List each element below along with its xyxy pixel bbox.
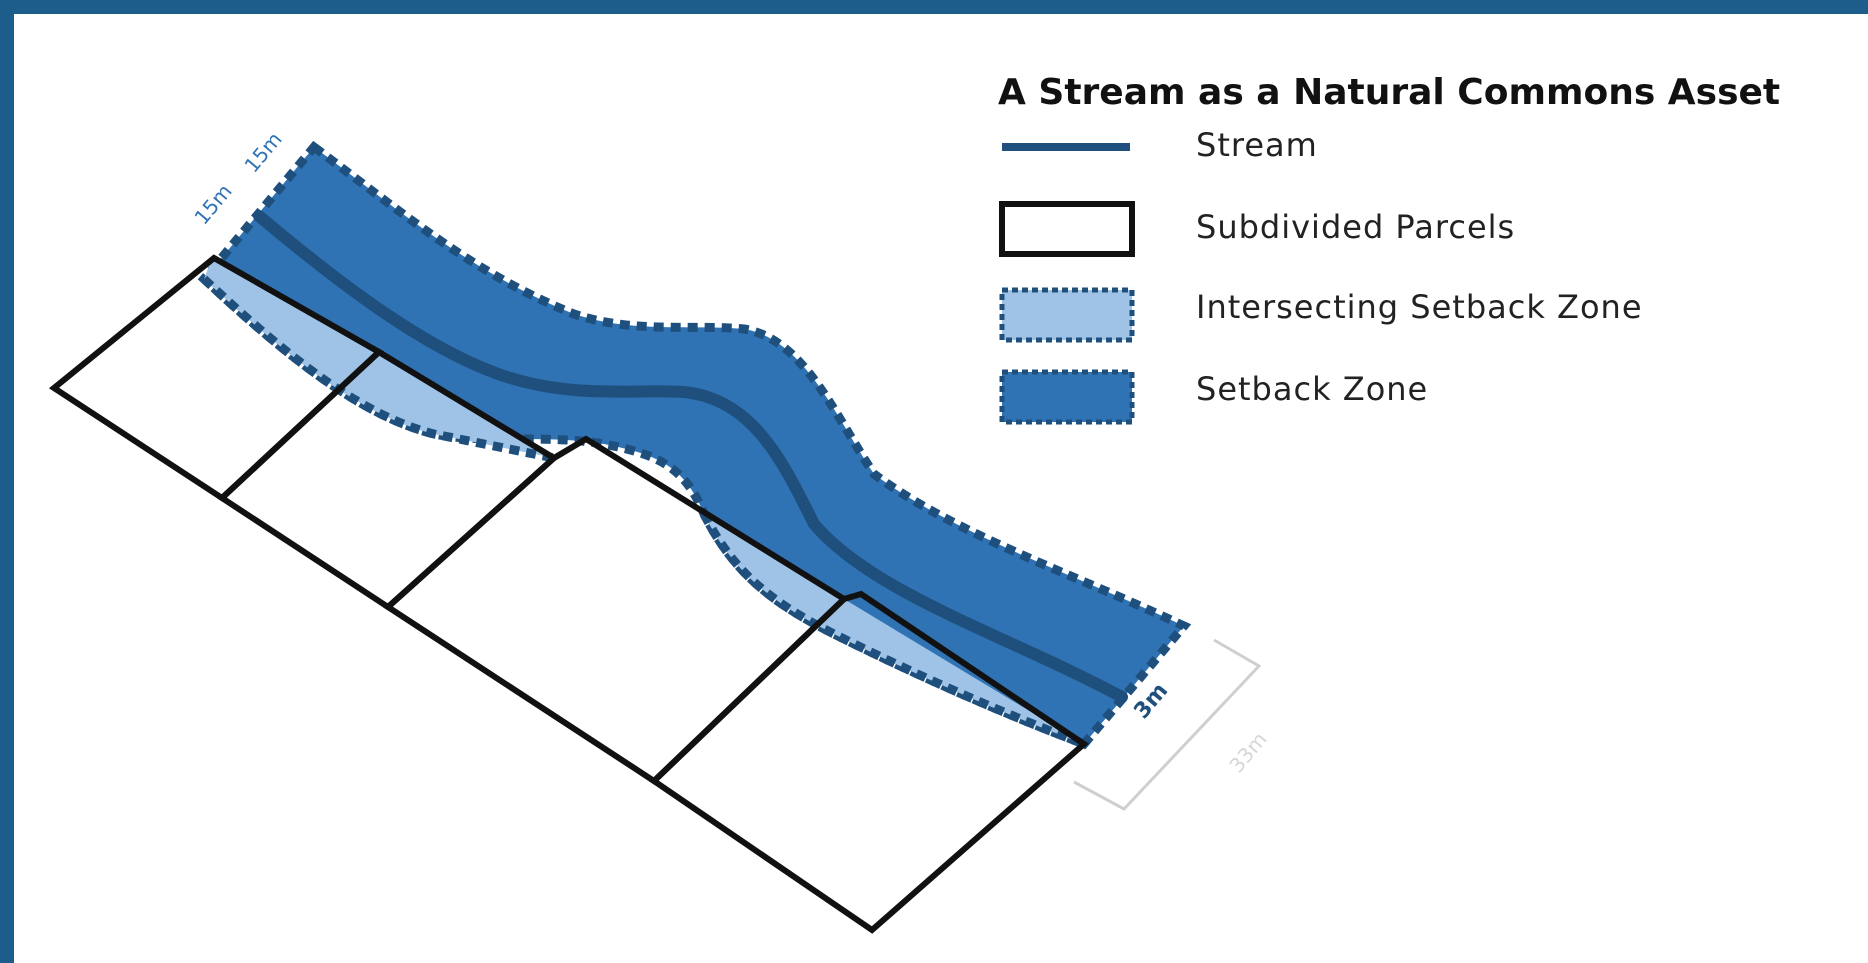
legend-title: A Stream as a Natural Commons Asset — [998, 72, 1781, 113]
dimension-label-15m-left: 15m — [189, 179, 236, 229]
dimension-label-3m: 3m — [1129, 678, 1173, 723]
legend-swatch-parcels — [999, 201, 1135, 257]
legend-label-setback-zone: Setback Zone — [1196, 370, 1429, 408]
subdivided-parcels — [48, 254, 1089, 934]
parcel-4 — [649, 590, 1089, 934]
stream-line — [253, 210, 1128, 703]
legend-label-intersecting-setback-zone: Intersecting Setback Zone — [1196, 288, 1643, 326]
diagram-frame: 15m 15m 3m 33m A Stream as a Natural Com… — [14, 14, 1868, 963]
legend-swatch-setback — [999, 369, 1135, 425]
legend-label-stream: Stream — [1196, 126, 1318, 164]
stream-setback-diagram: 15m 15m 3m 33m — [48, 127, 1272, 934]
legend-label-subdivided-parcels: Subdivided Parcels — [1196, 208, 1516, 246]
intersecting-setback-zone-right-border — [699, 511, 1086, 749]
dimension-label-15m-top: 15m — [239, 127, 286, 177]
dimension-label-33m: 33m — [1224, 727, 1271, 777]
legend-swatch-intersecting — [999, 287, 1135, 343]
dimension-bracket-33m — [1073, 638, 1262, 811]
intersecting-setback-zone-left-border — [200, 275, 555, 463]
